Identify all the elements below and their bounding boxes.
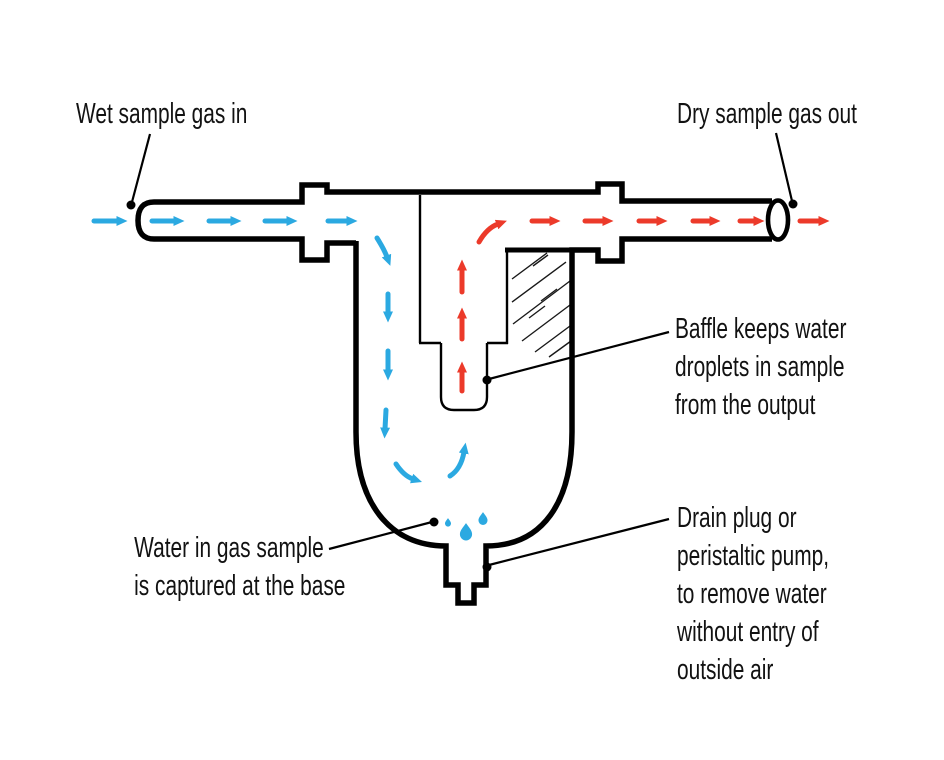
pipe-top-wall bbox=[135, 181, 772, 263]
wet-flow-arrows bbox=[91, 216, 469, 484]
label-drain-plug-line: outside air bbox=[677, 654, 774, 686]
leader-wet-in bbox=[126, 133, 152, 210]
leader-dot bbox=[429, 517, 439, 527]
label-water-captured-line: Water in gas sample bbox=[134, 532, 324, 564]
leader-dot bbox=[788, 199, 798, 209]
leader-drain bbox=[482, 517, 670, 572]
wet-flow-arrow-icon bbox=[380, 407, 391, 439]
label-dry-sample-gas-out: Dry sample gas out bbox=[677, 98, 857, 130]
vessel-outline bbox=[135, 181, 791, 606]
label-drain-plug-line: Drain plug or bbox=[677, 502, 797, 534]
leader-line bbox=[774, 132, 794, 202]
leader-dot bbox=[482, 375, 492, 385]
trap-chamber-wall bbox=[353, 236, 772, 606]
label-wet-sample-gas-in: Wet sample gas in bbox=[76, 98, 248, 130]
leader-line bbox=[328, 520, 433, 551]
wet-flow-arrow-icon bbox=[447, 442, 469, 479]
label-drain-plug-line: peristaltic pump, bbox=[677, 540, 830, 572]
label-water-captured: Water in gas sample is captured at the b… bbox=[134, 529, 346, 605]
label-water-captured-line: is captured at the base bbox=[134, 570, 346, 602]
baffle-hatching bbox=[511, 252, 572, 358]
water-droplet-icon bbox=[478, 512, 488, 526]
label-drain-plug-line: to remove water bbox=[677, 578, 827, 610]
leader-dot bbox=[482, 562, 492, 572]
pipe-outlet-opening bbox=[765, 198, 791, 242]
outlet-tube bbox=[439, 343, 489, 412]
leader-baffle bbox=[482, 330, 670, 385]
outlet-chimney-structure bbox=[418, 195, 509, 412]
label-baffle-line: Baffle keeps water bbox=[675, 313, 847, 345]
dry-flow-arrow-icon bbox=[476, 219, 507, 245]
water-droplet-icon bbox=[444, 518, 452, 527]
leader-line bbox=[488, 517, 670, 567]
leader-line bbox=[488, 330, 670, 381]
leader-water-base bbox=[328, 517, 439, 551]
leader-line bbox=[130, 133, 152, 203]
leader-dot bbox=[126, 200, 136, 210]
label-drain-plug-line: without entry of bbox=[677, 616, 819, 648]
label-baffle-line: droplets in sample bbox=[675, 351, 845, 383]
dry-flow-arrows bbox=[457, 216, 830, 394]
label-baffle: Baffle keeps water droplets in sample fr… bbox=[675, 310, 846, 424]
leader-dry-out bbox=[774, 132, 798, 209]
label-drain-plug: Drain plug or peristaltic pump, to remov… bbox=[677, 499, 829, 689]
wet-flow-arrow-icon bbox=[374, 235, 392, 266]
wet-flow-arrow-icon bbox=[393, 461, 423, 484]
water-droplet-icon bbox=[459, 523, 473, 541]
label-baffle-line: from the output bbox=[675, 389, 816, 421]
water-droplets bbox=[444, 512, 488, 541]
